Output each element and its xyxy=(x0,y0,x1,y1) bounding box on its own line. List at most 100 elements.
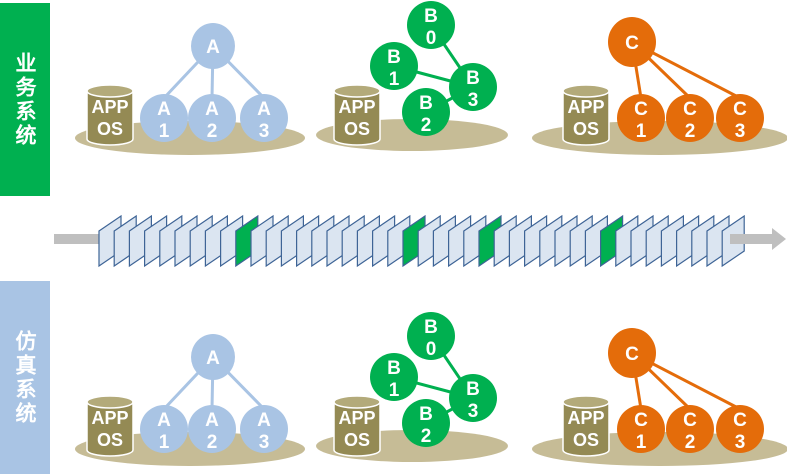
node-a3-circle xyxy=(240,94,288,142)
node-b3-label-line2: 3 xyxy=(468,90,479,111)
group-c-app-os-label-os: OS xyxy=(573,119,599,139)
node-a-label: A xyxy=(206,348,220,369)
node-a1-circle xyxy=(140,405,188,453)
node-c1-label-line1: C xyxy=(634,410,648,431)
group-a-app-os-body xyxy=(86,401,134,457)
node-a2: A2 xyxy=(188,94,236,142)
node-a1-label-line1: A xyxy=(157,410,171,431)
group-b-app-os-top xyxy=(333,395,381,409)
node-a1-circle xyxy=(140,94,188,142)
node-b0: B0 xyxy=(407,312,455,360)
group-b-app-os-body xyxy=(333,401,381,457)
group-b-app-os-label-app: APP xyxy=(338,408,375,428)
node-a2-label-line2: 2 xyxy=(207,432,218,453)
timeline-tail xyxy=(54,234,100,244)
node-c2-label-line2: 2 xyxy=(685,432,696,453)
node-c-circle xyxy=(608,328,656,378)
group-c-app-os-body xyxy=(562,401,610,457)
node-b1-label-line2: 1 xyxy=(389,380,400,401)
node-c2-circle xyxy=(666,405,714,453)
node-b1-label-line2: 1 xyxy=(389,69,400,90)
node-b2: B2 xyxy=(402,88,450,136)
node-b3-circle xyxy=(449,63,497,111)
node-b0-label-line1: B xyxy=(424,6,438,27)
timeline-arrow-icon xyxy=(730,228,786,250)
node-a-circle xyxy=(191,23,235,69)
node-b0-circle xyxy=(407,312,455,360)
node-b3: B3 xyxy=(449,63,497,111)
group-a-app-os-label-app: APP xyxy=(91,97,128,117)
section-label-simulation-text: 仿真系统 xyxy=(13,329,37,426)
node-b1-label-line1: B xyxy=(387,358,401,379)
node-b0-label-line2: 0 xyxy=(426,28,437,49)
node-b3: B3 xyxy=(449,374,497,422)
node-c1: C1 xyxy=(617,94,665,142)
node-a2: A2 xyxy=(188,405,236,453)
node-b0: B0 xyxy=(407,1,455,49)
node-b1: B1 xyxy=(370,353,418,401)
node-a2-circle xyxy=(188,405,236,453)
node-a1: A1 xyxy=(140,405,188,453)
section-label-business-text: 业务系统 xyxy=(13,51,37,148)
node-b3-label-line2: 3 xyxy=(468,401,479,422)
node-a-circle xyxy=(191,334,235,380)
node-c-circle xyxy=(608,17,656,67)
group-c-app-os-label-app: APP xyxy=(567,97,604,117)
node-a3-label-line2: 3 xyxy=(259,432,270,453)
section-label-business: 业务系统 xyxy=(0,3,50,196)
node-a1-label-line2: 1 xyxy=(159,432,170,453)
group-c-app-os-top xyxy=(562,84,610,98)
section-label-simulation: 仿真系统 xyxy=(0,281,50,474)
node-b2-label-line2: 2 xyxy=(421,115,432,136)
group-a-app-os-top xyxy=(86,395,134,409)
node-a: A xyxy=(191,334,235,380)
node-c2-label-line1: C xyxy=(683,410,697,431)
node-a3-circle xyxy=(240,405,288,453)
node-a-label: A xyxy=(206,37,220,58)
node-c1-label-line2: 1 xyxy=(636,121,647,142)
node-c1-label-line1: C xyxy=(634,99,648,120)
node-b2-circle xyxy=(402,88,450,136)
node-b1-label-line1: B xyxy=(387,47,401,68)
node-b2-label-line1: B xyxy=(419,404,433,425)
node-c2: C2 xyxy=(666,94,714,142)
node-b2-label-line1: B xyxy=(419,93,433,114)
node-b1-circle xyxy=(370,42,418,90)
group-b-app-os-label-os: OS xyxy=(344,119,370,139)
timeline xyxy=(54,214,786,268)
node-c1: C1 xyxy=(617,405,665,453)
group-c-app-os-label-os: OS xyxy=(573,430,599,450)
node-b2: B2 xyxy=(402,399,450,447)
node-c3: C3 xyxy=(716,94,764,142)
node-a2-label-line1: A xyxy=(205,410,219,431)
group-c-app-os-body xyxy=(562,90,610,146)
node-c-label: C xyxy=(625,33,639,54)
node-a1-label-line1: A xyxy=(157,99,171,120)
node-a1: A1 xyxy=(140,94,188,142)
node-b0-label-line1: B xyxy=(424,317,438,338)
node-c3-label-line1: C xyxy=(733,410,747,431)
node-b3-circle xyxy=(449,374,497,422)
node-a2-label-line2: 2 xyxy=(207,121,218,142)
node-a: A xyxy=(191,23,235,69)
node-a3-label-line1: A xyxy=(257,99,271,120)
node-c2-label-line2: 2 xyxy=(685,121,696,142)
node-b3-label-line1: B xyxy=(466,68,480,89)
group-b-app-os-label-app: APP xyxy=(338,97,375,117)
node-a3: A3 xyxy=(240,94,288,142)
node-c1-label-line2: 1 xyxy=(636,432,647,453)
group-b-app-os-body xyxy=(333,90,381,146)
node-c: C xyxy=(608,328,656,378)
node-c: C xyxy=(608,17,656,67)
node-b1-circle xyxy=(370,353,418,401)
node-c3-label-line2: 3 xyxy=(735,432,746,453)
